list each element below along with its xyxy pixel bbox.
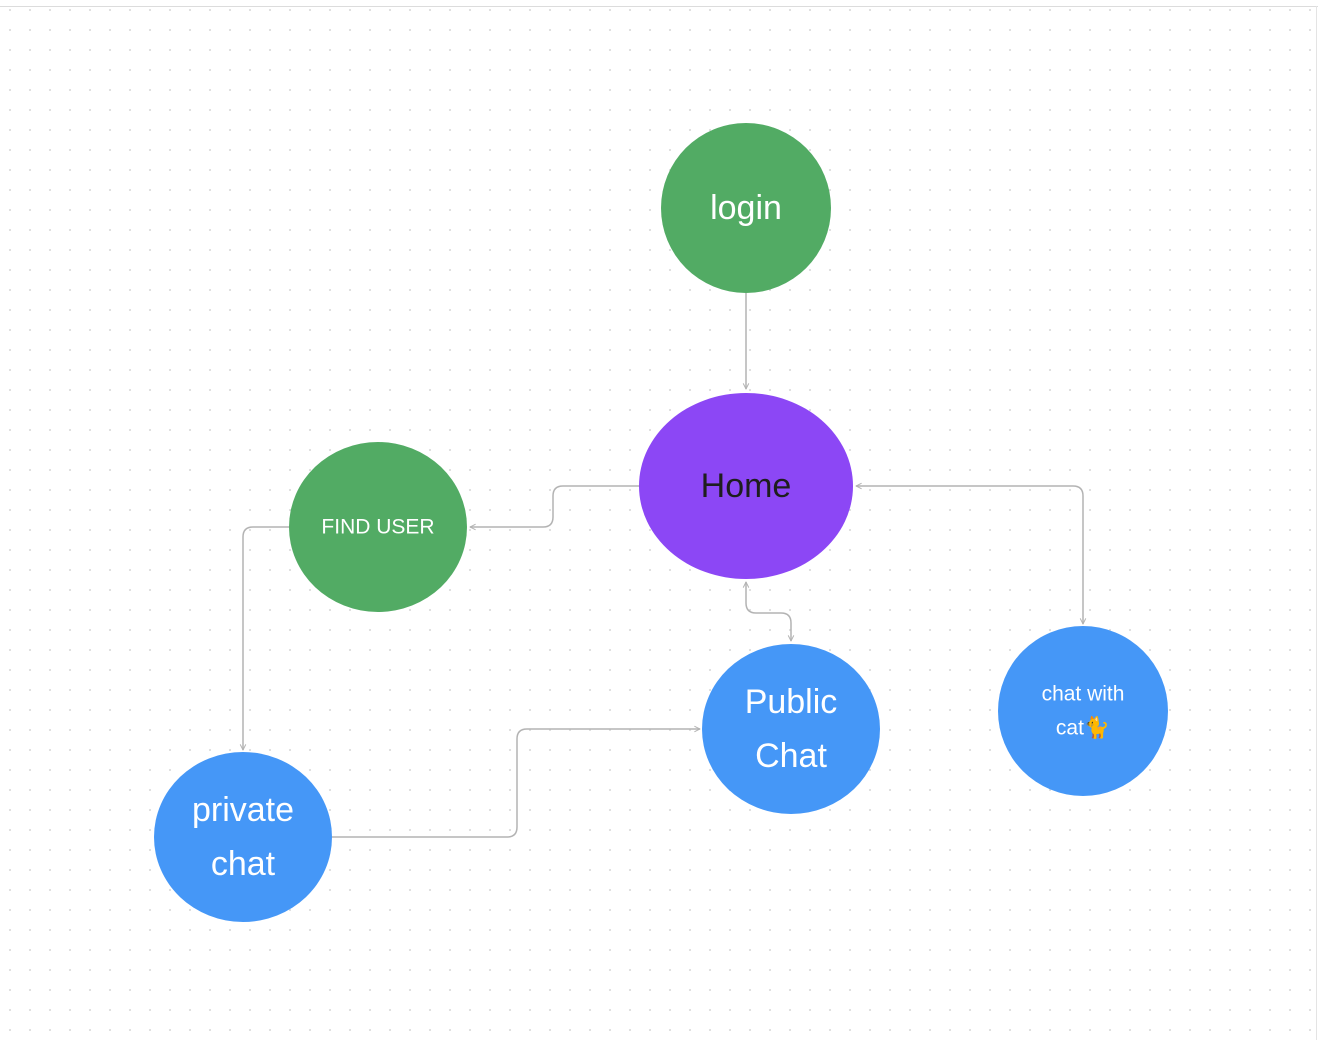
connector-home-to-chat-with-cat[interactable] xyxy=(856,486,1083,624)
node-shape-login[interactable] xyxy=(661,123,831,293)
node-label-public-chat-line-2: Chat xyxy=(755,737,827,775)
node-home[interactable]: Home xyxy=(639,393,853,579)
node-label-find-user: FIND USER xyxy=(321,516,434,539)
node-shape-public-chat[interactable] xyxy=(702,644,880,814)
node-label-chat-with-cat-line-1: chat with xyxy=(1042,683,1125,706)
connector-home-to-public-chat[interactable] xyxy=(746,582,791,641)
connector-private-chat-to-public-chat[interactable] xyxy=(332,729,700,838)
node-shape-private-chat[interactable] xyxy=(154,752,332,922)
connector-find-user-to-private-chat[interactable] xyxy=(243,526,289,750)
node-shape-chat-with-cat[interactable] xyxy=(998,626,1168,796)
node-shape-find-user[interactable] xyxy=(289,442,467,612)
node-label-login: login xyxy=(710,189,782,227)
node-private-chat[interactable]: private chat xyxy=(154,752,332,922)
right-divider xyxy=(1316,6,1317,1040)
node-label-private-chat-line-1: private xyxy=(192,791,294,829)
node-shape-home[interactable] xyxy=(639,393,853,579)
node-label-public-chat-line-1: Public xyxy=(745,683,838,721)
node-label-home: Home xyxy=(701,467,792,505)
node-find-user[interactable]: FIND USER xyxy=(289,442,467,612)
connector-home-to-find-user[interactable] xyxy=(470,485,639,527)
connectors-layer xyxy=(243,293,1083,838)
node-login[interactable]: login xyxy=(661,123,831,293)
node-label-private-chat-line-2: chat xyxy=(211,845,276,883)
node-label-chat-with-cat-line-2: cat🐈 xyxy=(1056,715,1110,740)
top-divider xyxy=(0,6,1318,7)
node-chat-with-cat[interactable]: chat with cat🐈 xyxy=(998,626,1168,796)
